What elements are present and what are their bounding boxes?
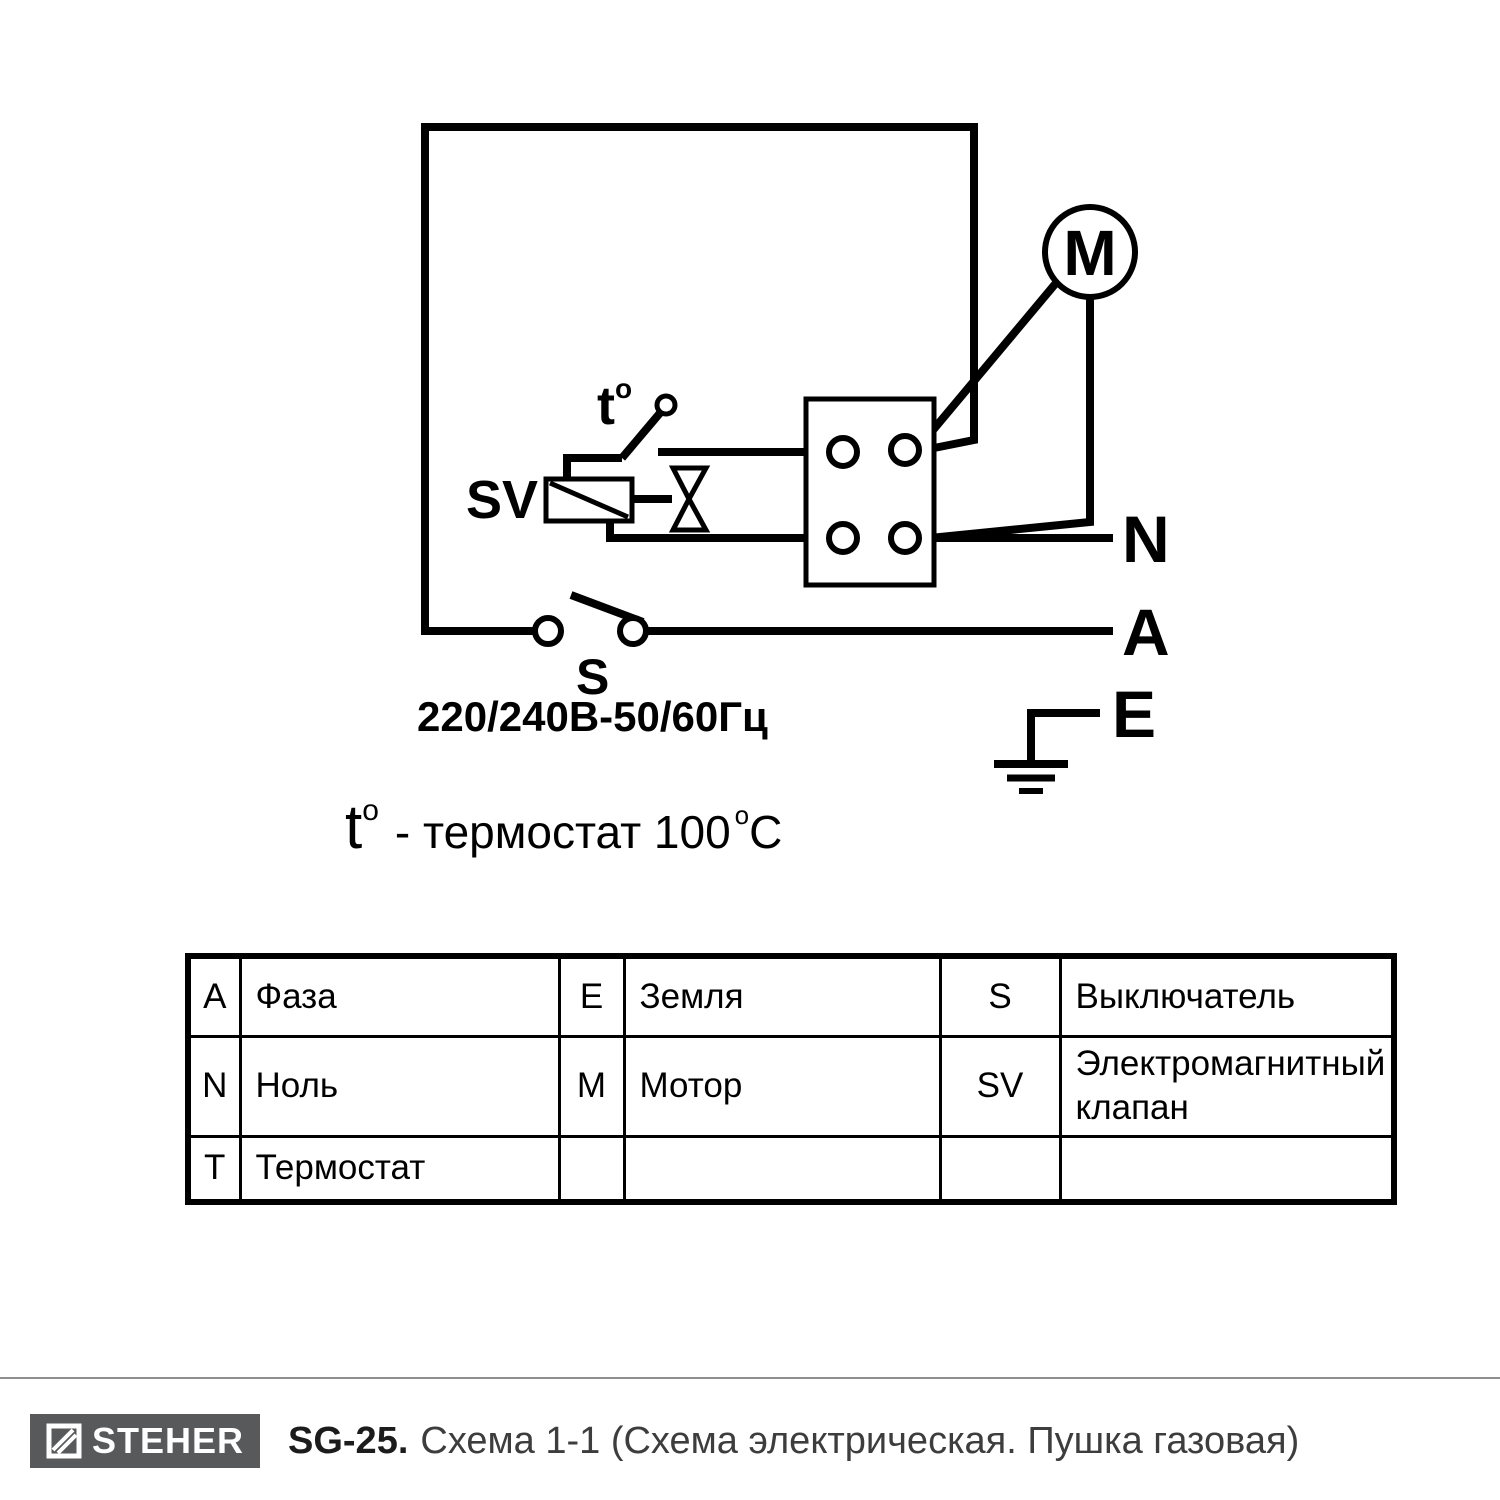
note-t: t (345, 793, 362, 862)
note-deg: o (362, 794, 379, 827)
legend-value-cell: Земля (622, 954, 942, 1038)
switch-label: S (576, 649, 609, 705)
legend-row: N Ноль M Мотор SV Электромагнитный клапа… (186, 1034, 1396, 1138)
terminal-block-body (803, 396, 937, 588)
valve-triangle-top (668, 465, 711, 505)
motor-label: M (1063, 217, 1116, 289)
label-phase: A (1122, 595, 1170, 669)
legend-table: A Фаза E Земля S Выключатель N Ноль M Мо… (185, 953, 1398, 1205)
legend-value-cell: Выключатель (1058, 954, 1396, 1038)
legend-row: T Термостат (186, 1134, 1396, 1204)
legend-key-cell: SV (938, 1034, 1062, 1138)
legend-key-cell: A (186, 954, 242, 1038)
legend-key-cell (938, 1134, 1062, 1204)
legend-value-cell: Электромагнитный клапан (1058, 1034, 1396, 1138)
thermostat-contact (654, 393, 678, 417)
terminal-bottom-right (888, 521, 922, 555)
switch-contact-right (617, 615, 649, 647)
terminal-top-left (826, 435, 860, 469)
thermostat-switch: to (563, 373, 829, 479)
terminal-bottom-left (826, 521, 860, 555)
thermostat-label: to (597, 373, 632, 436)
legend-value-cell: Фаза (238, 954, 561, 1038)
terminal-block (803, 396, 937, 588)
legend-key-cell (557, 1134, 626, 1204)
wire-sv-to-block (606, 521, 829, 542)
terminal-top-right (888, 433, 922, 467)
legend-value-cell (622, 1134, 942, 1204)
mains-switch: S (532, 591, 649, 705)
thermostat-label-t: t (597, 376, 615, 436)
brand-logo-icon (46, 1423, 82, 1459)
switch-contact-left (532, 615, 564, 647)
motor: M (1042, 204, 1138, 300)
label-neutral: N (1122, 502, 1170, 576)
legend-key-cell: N (186, 1034, 242, 1138)
solenoid-valve: SV (466, 465, 829, 542)
note-text: - термостат 100 (395, 806, 731, 858)
motor-lead-1 (914, 280, 1060, 451)
wire-main-loop (421, 123, 978, 635)
label-earth: E (1112, 677, 1156, 751)
model-number: SG-25. (288, 1420, 409, 1462)
note-unit: C (749, 806, 782, 858)
thermostat-arm (618, 410, 664, 461)
valve-triangle-bottom (668, 493, 711, 533)
legend-value-cell: Ноль (238, 1034, 561, 1138)
note-deg2: o (735, 800, 749, 830)
caption-text: Схема 1-1 (Схема электрическая. Пушка га… (420, 1420, 1300, 1462)
motor-circle (1042, 204, 1138, 300)
brand-name: STEHER (92, 1420, 245, 1461)
legend-key-cell: M (557, 1034, 626, 1138)
legend-key-cell: T (186, 1134, 242, 1204)
legend-value-cell: Термостат (238, 1134, 561, 1204)
footer-divider (0, 1377, 1500, 1379)
voltage-label: 220/240В-50/60Гц (417, 693, 768, 740)
legend-key-cell: S (938, 954, 1062, 1038)
thermostat-label-deg: o (615, 373, 632, 404)
sv-label: SV (466, 470, 538, 530)
motor-lead-2 (919, 297, 1094, 543)
legend-value-cell (1058, 1134, 1396, 1204)
legend-key-cell: E (557, 954, 626, 1038)
brand-logo: STEHER (30, 1414, 261, 1468)
sv-coil-diagonal (549, 480, 629, 520)
wire-thermostat-left (563, 454, 622, 479)
footer-caption: SG-25. Схема 1-1 (Схема электрическая. Пу… (288, 1414, 1299, 1468)
earth-ground (994, 709, 1100, 794)
legend-row: A Фаза E Земля S Выключатель (186, 954, 1396, 1038)
wire-earth (1027, 709, 1100, 762)
circuit-diagram: to SV M S (345, 123, 1170, 862)
legend-value-cell: Мотор (622, 1034, 942, 1138)
